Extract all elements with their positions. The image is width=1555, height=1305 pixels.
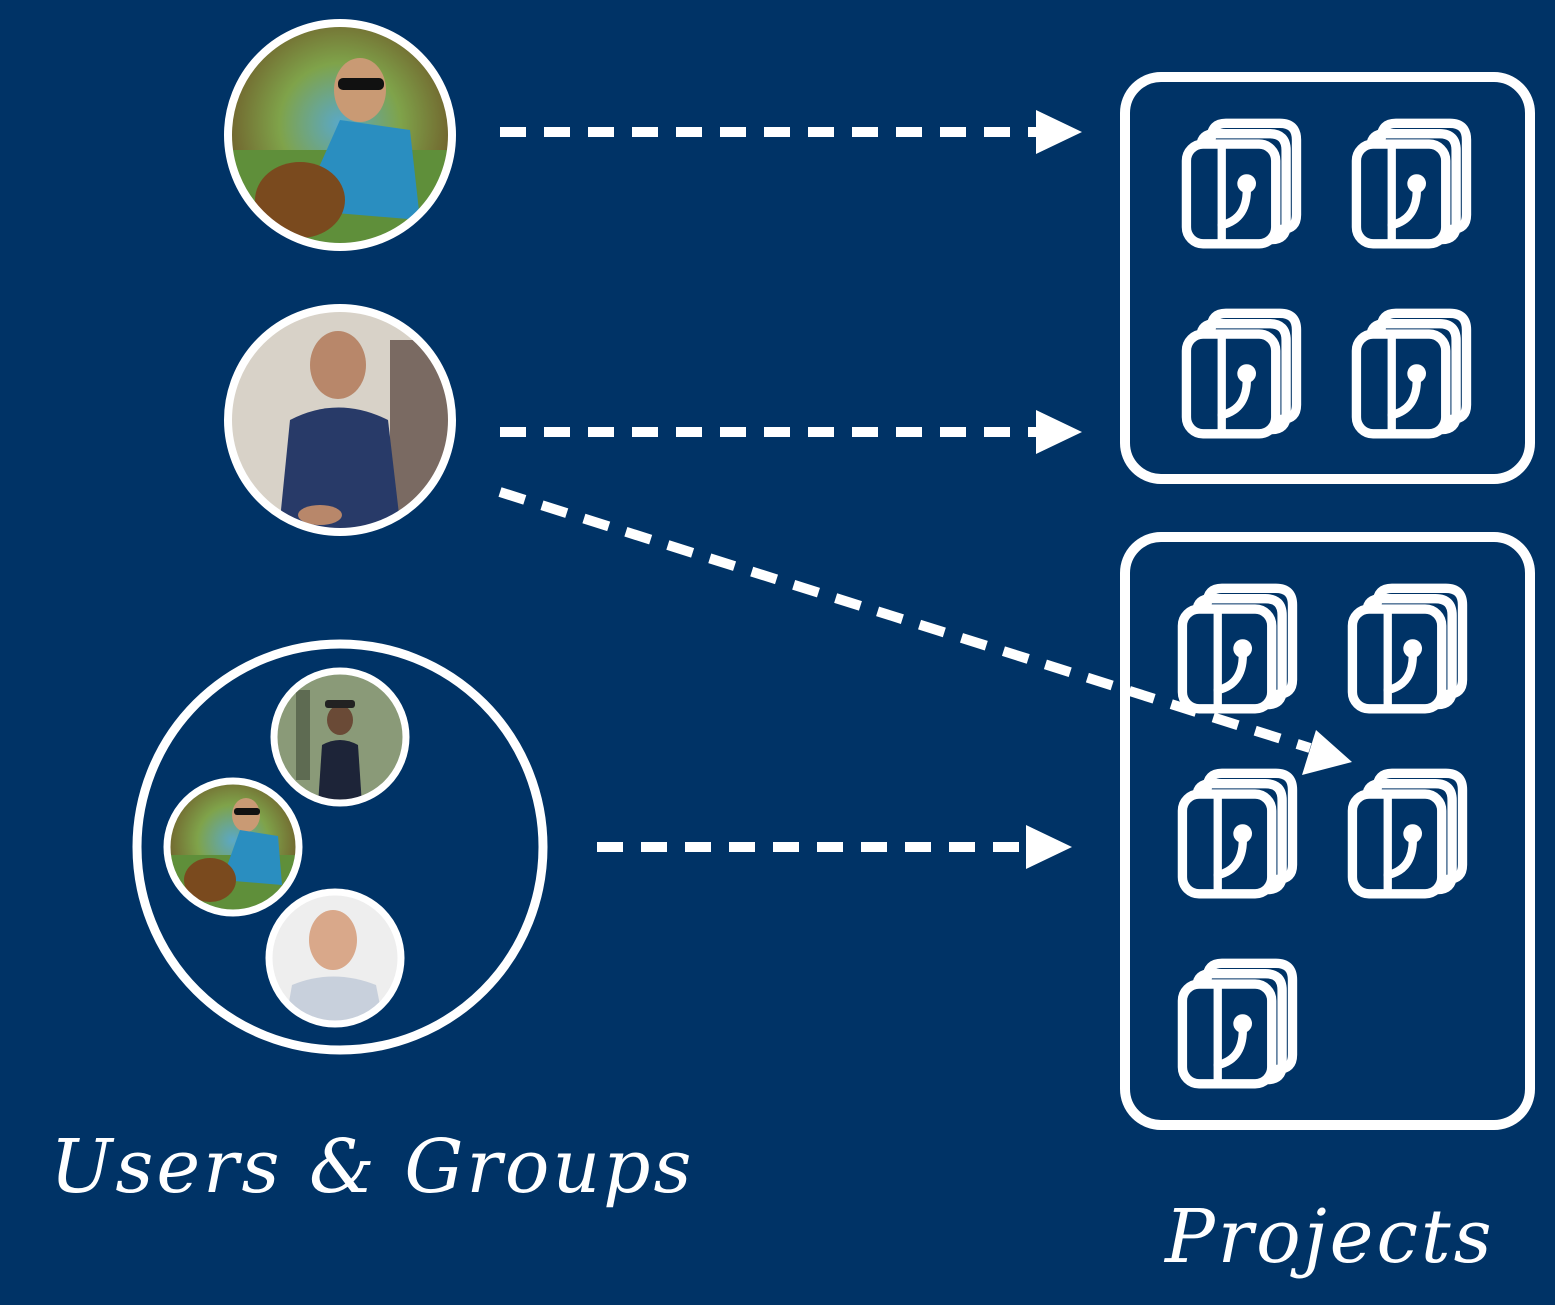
group-member-3-avatar bbox=[265, 888, 405, 1028]
projects-label: Projects bbox=[1165, 1194, 1495, 1280]
user-1-avatar bbox=[224, 19, 456, 251]
project-group-2 bbox=[1120, 532, 1535, 1130]
project-icon bbox=[1182, 773, 1292, 893]
project-group-1 bbox=[1120, 72, 1535, 484]
group-member-2-avatar bbox=[163, 777, 303, 917]
group-member-1-avatar bbox=[270, 667, 410, 807]
users-groups-label: Users & Groups bbox=[50, 1124, 695, 1210]
arrow-user2-to-projects1 bbox=[500, 410, 1082, 454]
project-icon bbox=[1182, 588, 1292, 708]
arrow-user1-to-projects1 bbox=[500, 110, 1082, 154]
project-icon bbox=[1352, 588, 1462, 708]
arrow-group-to-projects2 bbox=[597, 825, 1072, 869]
user-2-avatar bbox=[224, 304, 456, 536]
project-icon bbox=[1186, 313, 1296, 433]
project-icon bbox=[1356, 313, 1466, 433]
group-circle bbox=[132, 639, 548, 1055]
project-icon bbox=[1356, 123, 1466, 243]
project-icon bbox=[1182, 963, 1292, 1083]
project-icon bbox=[1352, 773, 1462, 893]
arrow-user2-to-projects2 bbox=[498, 487, 1352, 775]
project-icon bbox=[1186, 123, 1296, 243]
